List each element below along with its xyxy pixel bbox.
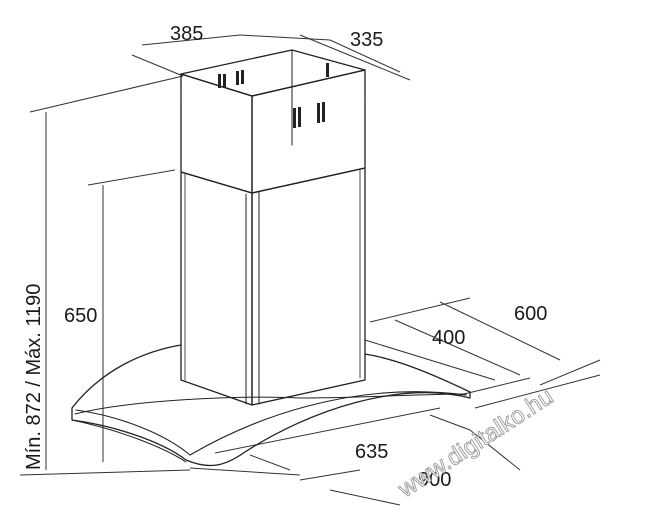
dimension-chimney-depth: 335 bbox=[350, 29, 383, 51]
dimension-hood-height: 650 bbox=[64, 305, 97, 327]
vent-slots bbox=[218, 63, 329, 128]
watermark-text: www.digitalko.hu bbox=[393, 383, 558, 504]
dimension-outer-depth: 600 bbox=[514, 303, 547, 325]
dimension-height-range: Mín. 872 / Máx. 1190 bbox=[23, 284, 45, 470]
dimension-inner-width: 635 bbox=[355, 441, 388, 463]
chimney bbox=[180, 49, 366, 406]
dimension-outer-width: 900 bbox=[418, 469, 451, 491]
dimension-chimney-width: 385 bbox=[170, 23, 203, 45]
dimension-lines bbox=[19, 34, 601, 506]
glass-canopy bbox=[71, 344, 471, 467]
dimension-inner-depth: 400 bbox=[432, 327, 465, 349]
